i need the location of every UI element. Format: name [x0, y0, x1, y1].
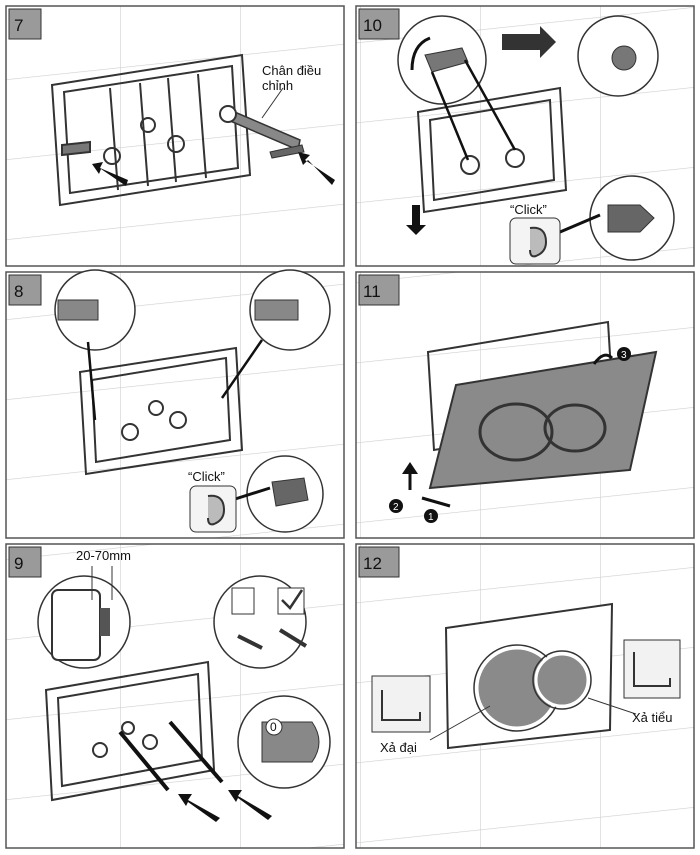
pointer-line [430, 59, 517, 161]
full-flush-label: Xả đại [380, 740, 417, 755]
step-number: 8 [14, 282, 23, 301]
step-callout [424, 509, 438, 523]
leader-line [261, 87, 284, 119]
half-flush-label: Xả tiểu [632, 710, 672, 725]
step-number-box [8, 546, 42, 578]
small-flush-button [534, 652, 590, 708]
arrow-icon [228, 790, 272, 820]
toilet-half-icon [623, 639, 681, 699]
step-callout [389, 499, 403, 513]
pointer-line [86, 339, 264, 421]
svg-text:1: 1 [428, 512, 434, 523]
leader-line [587, 697, 637, 715]
clip-icon [607, 204, 655, 233]
knob-icon [611, 45, 637, 71]
checkmark-icon [281, 589, 304, 610]
step-number: 11 [363, 282, 381, 301]
toilet-full-icon [371, 675, 431, 733]
adjustment-foot [219, 105, 305, 159]
panel-step-11: 11 1 2 3 [355, 271, 695, 539]
step-number-box [8, 8, 42, 40]
mounting-frame [50, 53, 252, 207]
click-label: “Click” [188, 469, 225, 484]
step-number-box [8, 274, 42, 306]
arrow-icon [298, 152, 335, 185]
adjustment-foot-label: Chân điều chỉnh [262, 63, 325, 93]
panel-step-7: 7 Chân điều chỉnh [5, 5, 345, 267]
panel-step-12: 12 Xả đại Xả tiểu [355, 543, 695, 849]
svg-text:2: 2 [393, 502, 399, 513]
zero-badge [265, 718, 283, 736]
arrow-icon [178, 794, 220, 822]
panel-step-8: 8 “Click” [5, 269, 345, 539]
large-flush-button [478, 402, 554, 462]
svg-text:3: 3 [621, 350, 627, 361]
leader-line [429, 705, 491, 741]
arrow-icon [92, 162, 128, 186]
next-arrow-icon [502, 26, 556, 58]
svg-text:0: 0 [270, 720, 277, 734]
step-callout [617, 347, 631, 361]
knob-icon [424, 47, 469, 73]
rotate-arrow-icon [410, 36, 431, 71]
distance-label: 20-70mm [76, 548, 131, 563]
flush-plate [428, 350, 658, 490]
arrow-icon [592, 353, 614, 365]
panel-step-9: 9 20-70mm 0 [5, 543, 345, 849]
leader-line [559, 213, 601, 234]
arrow-icon [406, 205, 426, 235]
step-number-box [358, 8, 400, 40]
mounting-frame [416, 86, 568, 214]
step-number: 10 [363, 16, 382, 35]
step-number-box [358, 546, 400, 578]
trash-icon [231, 587, 255, 615]
step-number: 9 [14, 554, 23, 573]
small-flush-button [543, 403, 607, 453]
panel-step-10: 10 “Click” [355, 5, 695, 267]
mounting-frame [78, 346, 244, 476]
actuating-rod [118, 720, 224, 792]
step-number: 7 [14, 16, 23, 35]
click-label: “Click” [510, 202, 547, 217]
step-number: 12 [363, 554, 382, 573]
step-number-box [358, 274, 400, 306]
